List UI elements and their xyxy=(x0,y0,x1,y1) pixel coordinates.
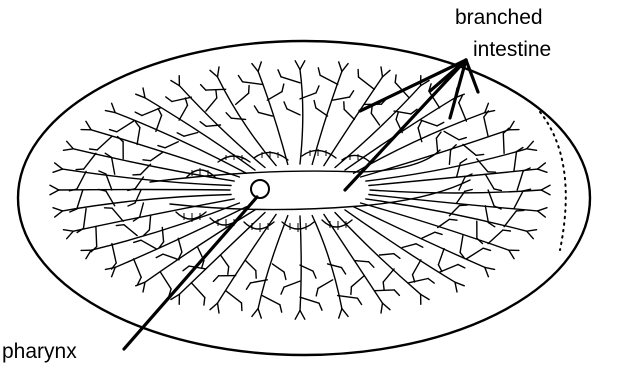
body-outline xyxy=(18,41,590,355)
label-intestine: intestine xyxy=(473,39,551,60)
label-pharynx: pharynx xyxy=(2,341,77,362)
label-branched: branched xyxy=(455,7,543,28)
pharynx-circle xyxy=(251,180,269,198)
